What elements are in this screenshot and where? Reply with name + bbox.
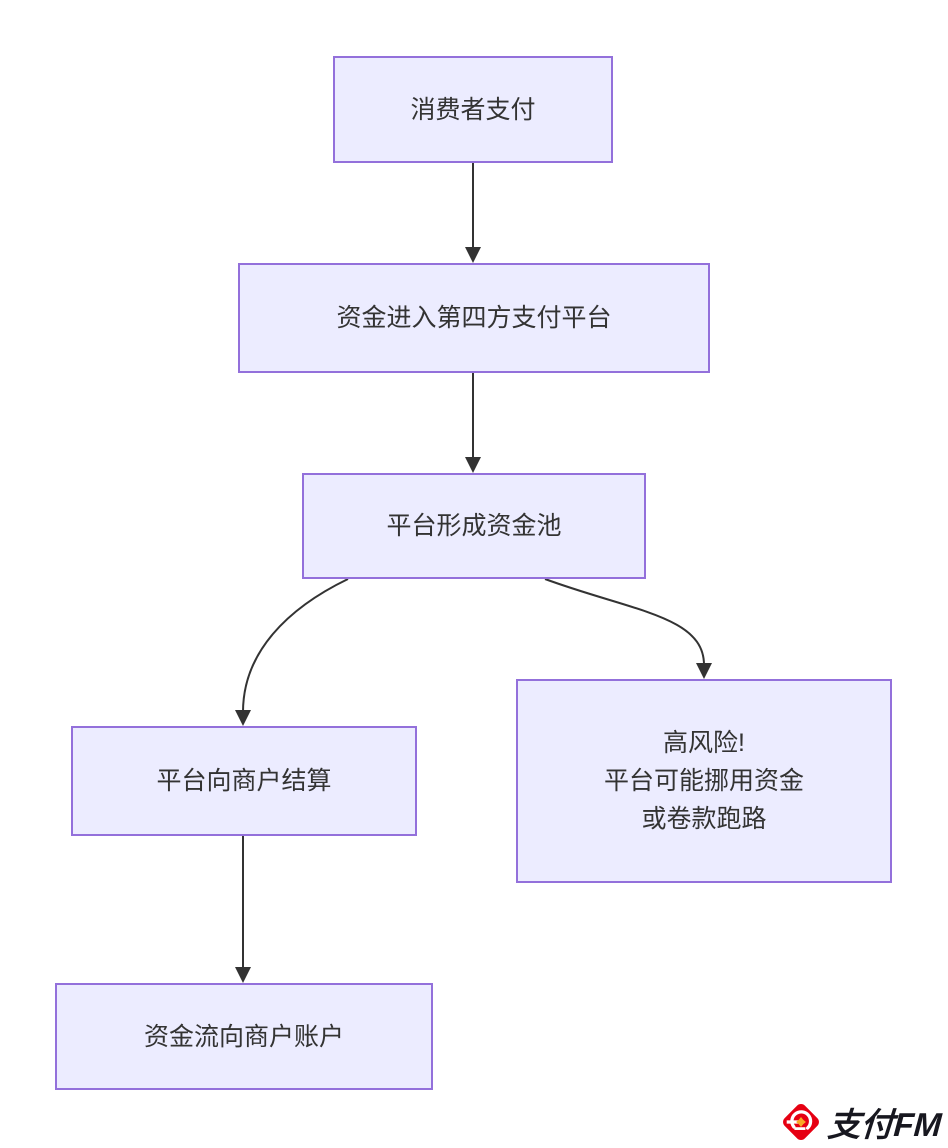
node-funds-to-merchant-account: 资金流向商户账户 xyxy=(55,983,433,1090)
arrowhead xyxy=(235,710,251,726)
brand-logo-text: 支付FM xyxy=(826,1106,944,1143)
arrowhead xyxy=(465,247,481,263)
edge-pool-to-settle xyxy=(242,578,349,713)
node-consumer-payment: 消费者支付 xyxy=(333,56,613,163)
node-platform-capital-pool: 平台形成资金池 xyxy=(302,473,646,579)
node-high-risk-warning: 高风险! 平台可能挪用资金 或卷款跑路 xyxy=(516,679,892,883)
node-funds-enter-platform: 资金进入第四方支付平台 xyxy=(238,263,710,373)
payment-fm-logo-icon xyxy=(783,1104,820,1140)
arrowhead xyxy=(696,663,712,679)
arrowhead xyxy=(465,457,481,473)
node-platform-settles-merchants: 平台向商户结算 xyxy=(71,726,417,836)
edge-pool-to-risk xyxy=(544,578,705,666)
brand-logo: 支付FM xyxy=(779,1098,946,1146)
arrowhead xyxy=(235,967,251,983)
